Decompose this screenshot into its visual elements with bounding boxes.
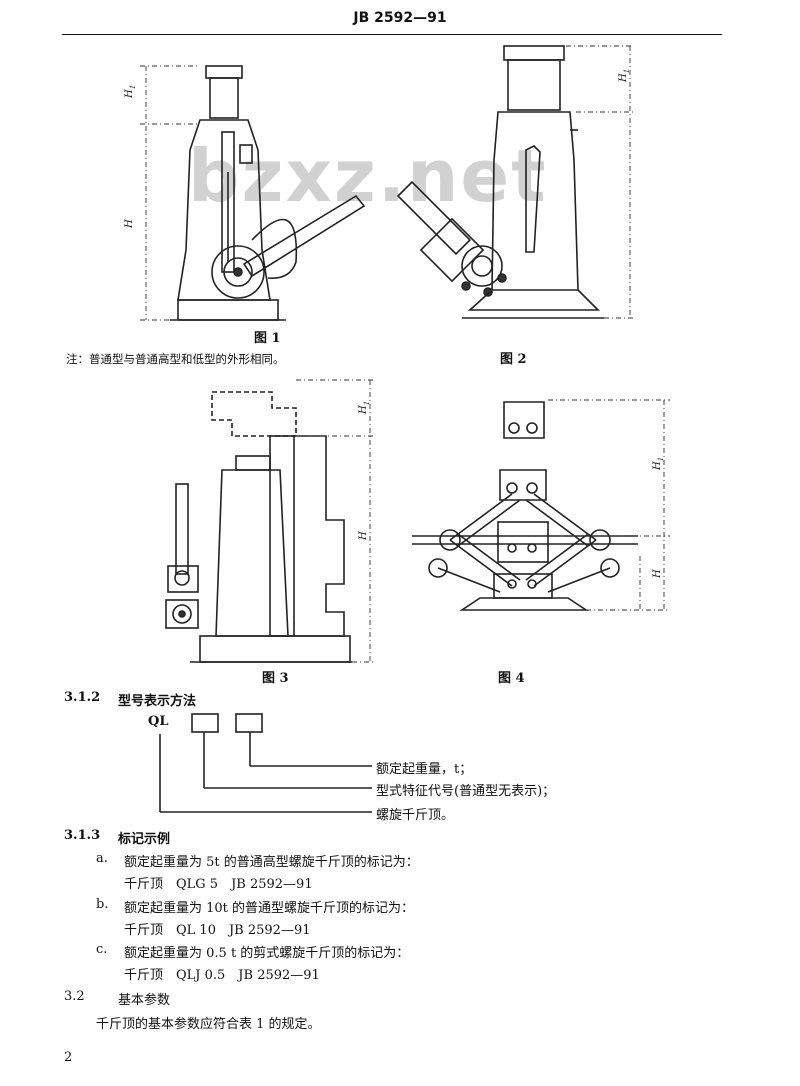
dim-h1-subscript: 1 bbox=[623, 69, 631, 73]
header-rule bbox=[62, 34, 722, 35]
example-a-mark: 千斤顶 QLG 5 JB 2592—91 bbox=[124, 877, 313, 892]
model-legend-type-code: 型式特征代号(普通型无表示)； bbox=[376, 784, 556, 799]
model-code-prefix: QL bbox=[148, 714, 169, 729]
figure-3-dimensions bbox=[296, 379, 376, 663]
figure-4-drawing bbox=[412, 401, 638, 611]
example-c-text: 额定起重量为 0.5 t 的剪式螺旋千斤顶的标记为： bbox=[124, 946, 410, 961]
section-3-2-number: 3.2 bbox=[64, 989, 85, 1004]
dim-h1-subscript: 1 bbox=[657, 457, 665, 461]
section-3-1-2-number: 3.1.2 bbox=[64, 690, 101, 705]
page-header: JB 2592—91 bbox=[353, 10, 447, 26]
figure-1-dim-labels: H1 H bbox=[124, 85, 137, 229]
section-3-2-text: 千斤顶的基本参数应符合表 1 的规定。 bbox=[96, 1017, 321, 1032]
svg-text:H1: H1 bbox=[124, 85, 137, 99]
svg-text:H: H bbox=[652, 569, 663, 579]
dim-h1-subscript: 1 bbox=[129, 85, 137, 89]
example-b-text: 额定起重量为 10t 的普通型螺旋千斤顶的标记为： bbox=[124, 901, 415, 916]
example-c-mark: 千斤顶 QLJ 0.5 JB 2592—91 bbox=[124, 968, 320, 983]
svg-text:H1: H1 bbox=[358, 401, 371, 415]
figure-4-dimensions bbox=[548, 399, 670, 611]
figure-1-dimensions bbox=[140, 65, 200, 321]
figure-1-drawing bbox=[170, 65, 366, 321]
example-b-letter: b. bbox=[96, 897, 109, 912]
svg-text:H1: H1 bbox=[618, 69, 631, 83]
figure-2-dimensions bbox=[566, 45, 634, 319]
model-legend-product: 螺旋千斤顶。 bbox=[376, 808, 455, 823]
section-3-1-2-title: 型号表示方法 bbox=[118, 694, 197, 709]
section-3-1-3-title: 标记示例 bbox=[118, 832, 171, 847]
svg-text:H1: H1 bbox=[652, 457, 665, 471]
section-3-2-title: 基本参数 bbox=[118, 993, 171, 1008]
watermark: bzxz.net bbox=[188, 134, 548, 218]
example-b-mark: 千斤顶 QL 10 JB 2592—91 bbox=[124, 923, 311, 938]
figure-2-drawing bbox=[396, 45, 604, 319]
figure-note: 注：普通型与普通高型和低型的外形相同。 bbox=[66, 352, 285, 366]
example-c-letter: c. bbox=[96, 942, 108, 957]
figure-3-dim-labels: H1 H bbox=[358, 401, 371, 541]
figure-1-caption: 图 1 bbox=[254, 331, 281, 346]
page-number: 2 bbox=[64, 1050, 73, 1065]
svg-text:H: H bbox=[124, 219, 135, 229]
svg-text:H: H bbox=[358, 531, 369, 541]
figure-3-caption: 图 3 bbox=[262, 671, 289, 686]
model-legend-capacity: 额定起重量，t； bbox=[376, 762, 473, 777]
figure-4-dim-labels: H1 H bbox=[652, 457, 665, 579]
section-3-1-3-number: 3.1.3 bbox=[64, 828, 101, 843]
model-code-diagram bbox=[159, 713, 372, 813]
example-a-text: 额定起重量为 5t 的普通高型螺旋千斤顶的标记为： bbox=[124, 855, 419, 870]
dim-h1-subscript: 1 bbox=[363, 401, 371, 405]
figure-2-dim-labels: H1 bbox=[618, 69, 631, 83]
figure-3-drawing bbox=[165, 391, 352, 663]
example-a-letter: a. bbox=[96, 851, 108, 866]
figure-4-caption: 图 4 bbox=[498, 671, 525, 686]
figure-2-caption: 图 2 bbox=[500, 352, 527, 367]
